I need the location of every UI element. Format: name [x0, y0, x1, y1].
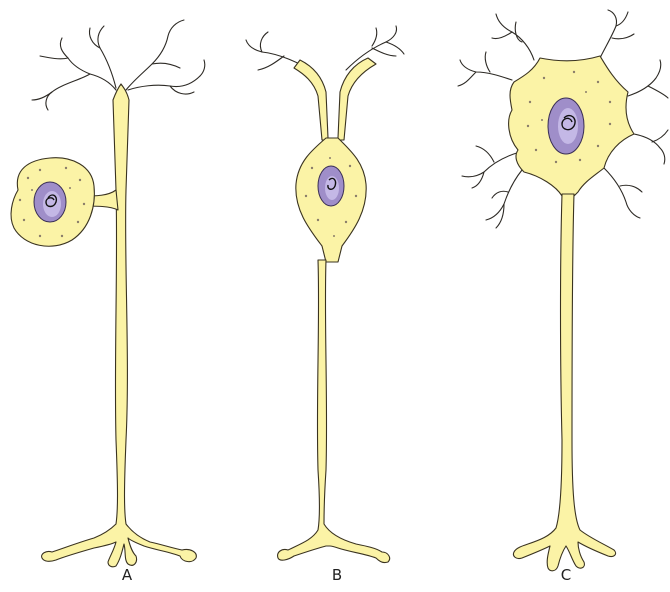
panel-label-c: C [551, 566, 581, 584]
neuron-b-dendrites [246, 26, 404, 70]
neuron-c [458, 10, 668, 571]
panel-label-b: B [322, 566, 352, 584]
neuron-a-axon [42, 84, 197, 567]
panel-label-a: A [112, 566, 142, 584]
neuron-b-upper-process [294, 58, 376, 140]
neuron-a [11, 20, 205, 567]
neuron-b [246, 26, 404, 563]
neuron-b-axon [278, 260, 390, 563]
neuron-c-axon [513, 194, 615, 571]
